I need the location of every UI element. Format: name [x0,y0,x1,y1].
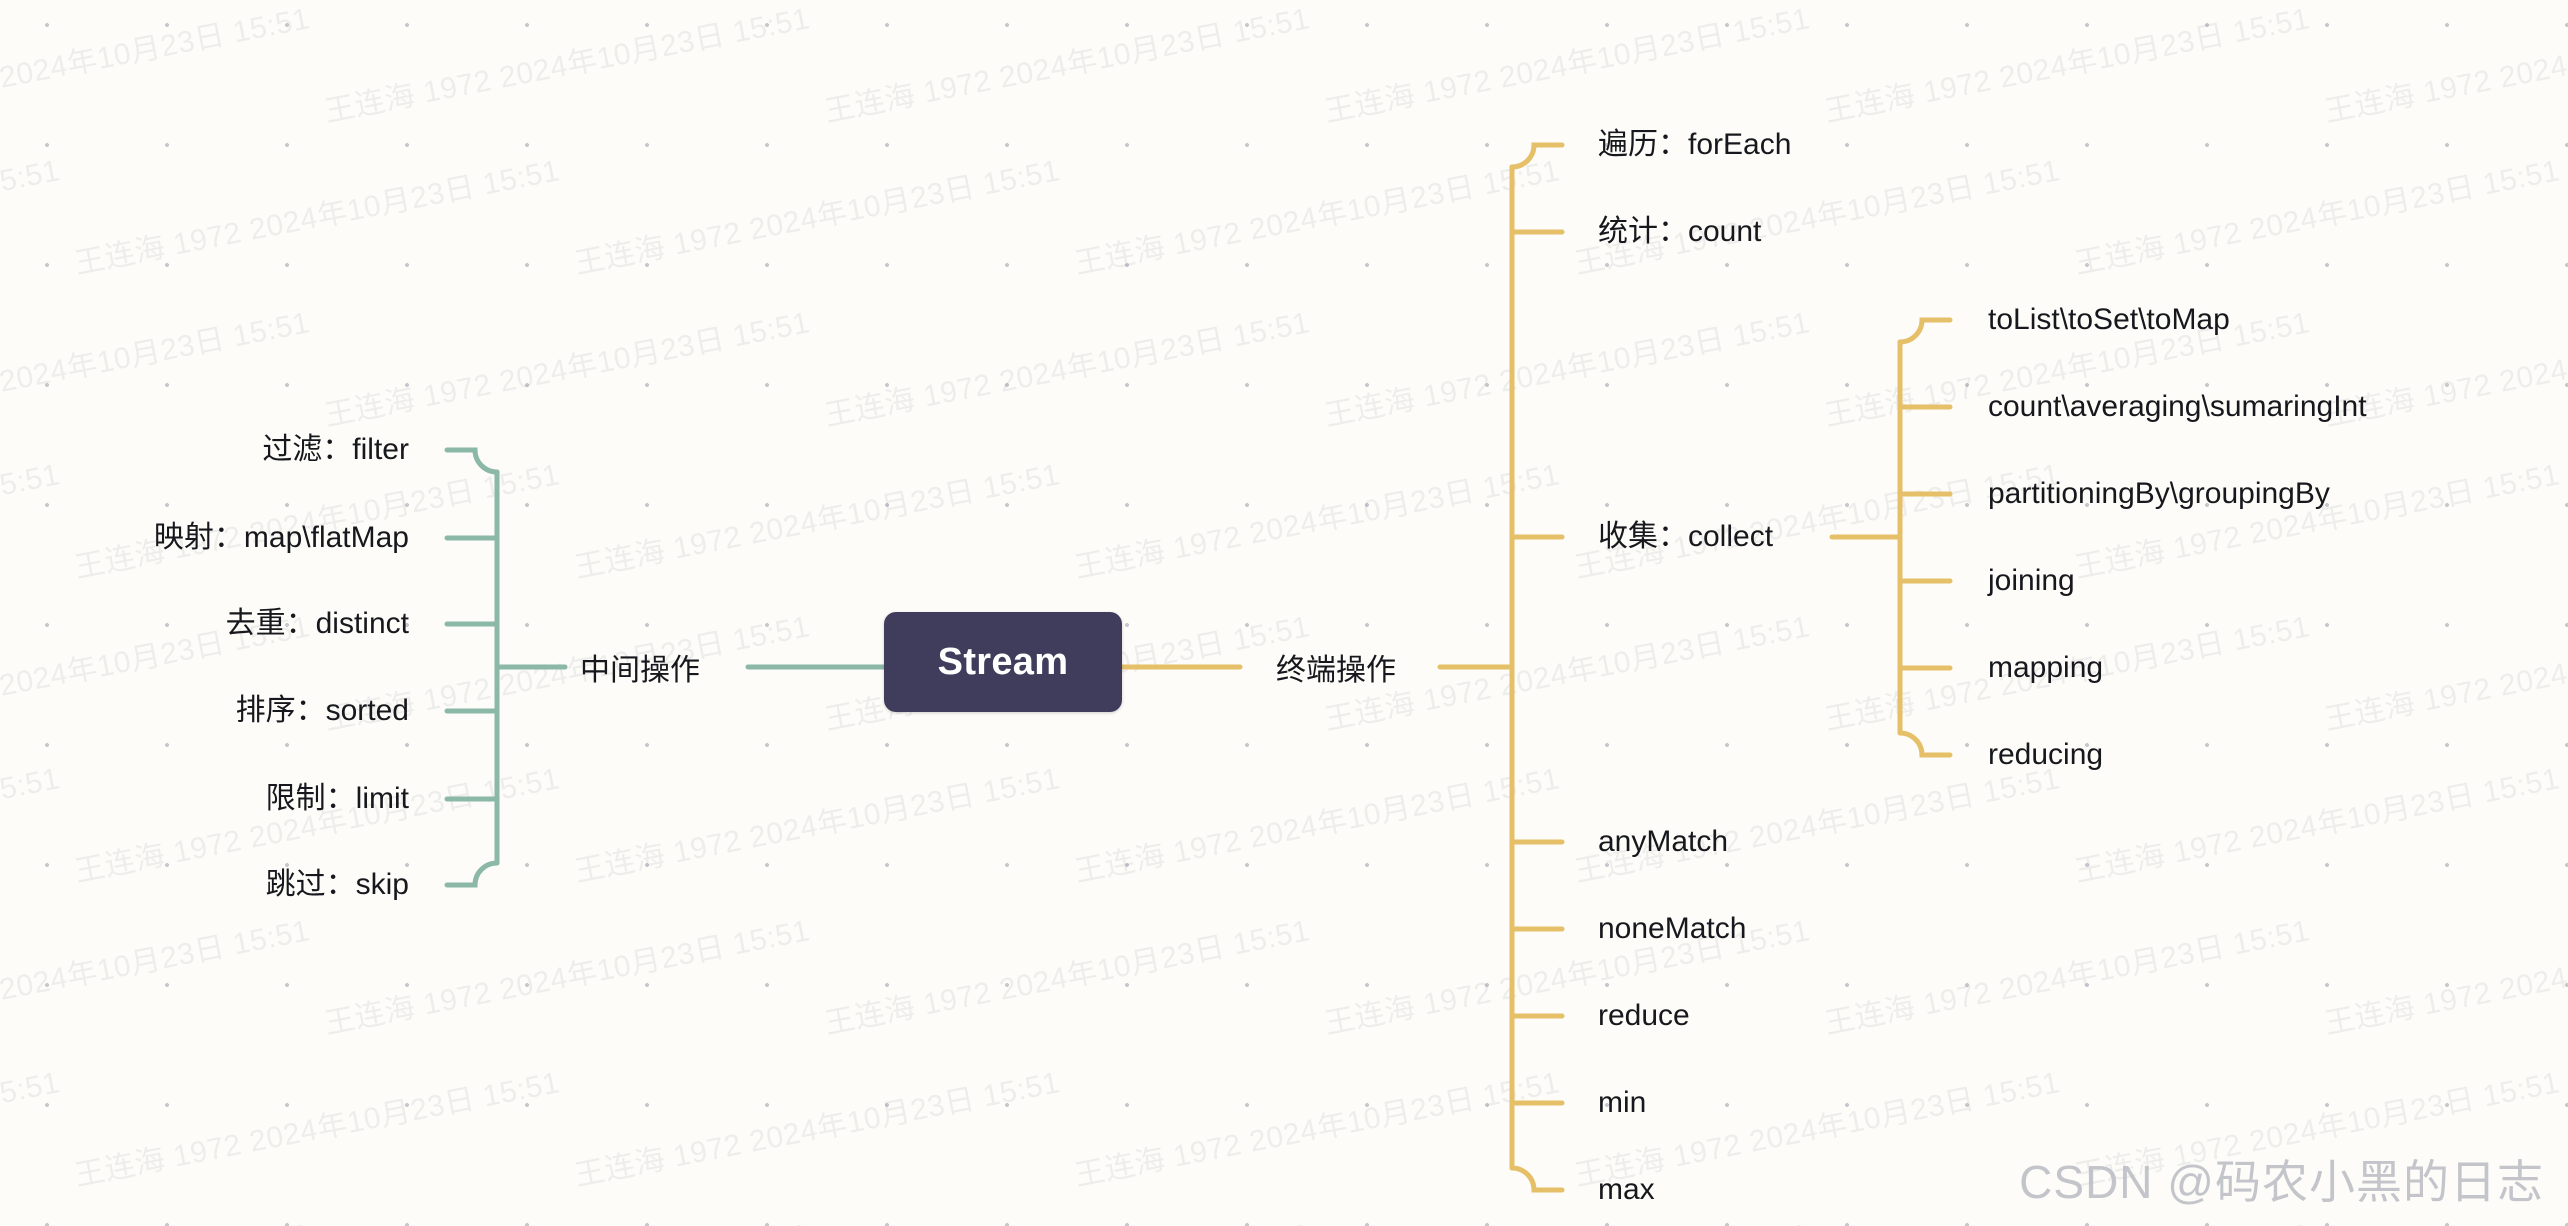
watermark-text: 王连海 1972 2024年10月23日 15:51 [572,154,1063,281]
watermark-text: 王连海 1972 2024年10月23日 15:51 [0,2,313,129]
watermark-text: 王连海 1972 2024年10月23日 15:51 [1572,762,2063,889]
watermark-text: 王连海 1972 2024年10月23日 15:51 [1320,1209,1813,1226]
watermark-text: 王连海 1972 2024年10月23日 15:51 [0,306,313,433]
watermark-text: 王连海 1972 2024年10月23日 15:51 [1822,2,2313,129]
watermark-text: 王连海 1972 2024年10月23日 15:51 [0,1066,63,1193]
leaf-intermediate-5[interactable]: 跳过：skip [265,868,409,901]
watermark-text: 王连海 1972 2024年10月23日 15:51 [0,154,63,281]
watermark-text: 王连海 1972 2024年10月23日 15:51 [0,1209,313,1226]
watermark-text: 王连海 1972 2024年10月23日 15:51 [820,1209,1313,1226]
watermark-text: 王连海 1972 2024年10月23日 15:51 [1822,914,2313,1041]
leaf-intermediate-2[interactable]: 去重：distinct [225,607,409,640]
leaf-collect-1[interactable]: count\averaging\sumaringInt [1988,390,2367,423]
connector-intermediate-tick-5 [444,860,500,888]
watermark-text: 王连海 1972 2024年10月23日 15:51 [822,2,1313,129]
csdn-watermark: CSDN @码农小黑的日志 [2019,1156,2544,1208]
watermark-text: 王连海 1972 2024年10月23日 15:51 [2072,762,2563,889]
watermark-text: 王连海 1972 2024年10月23日 15:51 [2322,914,2568,1041]
watermark-text: 王连海 1972 2024年10月23日 15:51 [322,306,813,433]
watermark-text: 王连海 1972 2024年10月23日 15:51 [72,154,563,281]
watermark-text: 王连海 1972 2024年10月23日 15:51 [2322,2,2568,129]
connector-collect-tick-0 [1897,317,1953,345]
leaf-terminal-3[interactable]: anyMatch [1598,825,1729,858]
watermark-text: 王连海 1972 2024年10月23日 15:51 [2072,458,2563,585]
watermark-text: 王连海 1972 2024年10月23日 15:51 [1322,306,1813,433]
leaf-terminal-0[interactable]: 遍历：forEach [1598,128,1792,161]
watermark-text: 王连海 1972 2024年10月23日 15:51 [822,914,1313,1041]
watermark-text: 王连海 1972 2024年10月23日 15:51 [1072,154,1563,281]
watermark-text: 王连海 1972 2024年10月23日 15:51 [0,762,63,889]
leaf-collect-5[interactable]: reducing [1988,738,2104,771]
watermark-text: 王连海 1972 2024年10月23日 15:51 [1072,458,1563,585]
leaf-collect-3[interactable]: joining [1988,564,2075,597]
leaf-terminal-6[interactable]: min [1598,1086,1647,1119]
watermark-text: 王连海 1972 2024年10月23日 15:51 [572,1066,1063,1193]
watermark-text: 王连海 1972 2024年10月23日 15:51 [822,306,1313,433]
leaf-collect-4[interactable]: mapping [1988,651,2104,684]
watermark-text: 王连海 1972 2024年10月23日 15:51 [572,458,1063,585]
branch-label-terminal[interactable]: 终端操作 [1276,654,1396,687]
watermark-text: 王连海 1972 2024年10月23日 15:51 [1322,2,1813,129]
branch-label-intermediate[interactable]: 中间操作 [580,654,700,687]
branch-label-collect[interactable]: 收集：collect [1598,520,1774,553]
root-node-label: Stream [937,640,1069,683]
watermark-text: 王连海 1972 2024年10月23日 15:51 [0,458,63,585]
leaf-intermediate-1[interactable]: 映射：map\flatMap [153,521,409,554]
leaf-intermediate-4[interactable]: 限制：limit [265,782,409,815]
leaf-terminal-5[interactable]: reduce [1598,999,1690,1032]
connector-terminal-tick-0 [1509,142,1565,170]
watermark-text: 王连海 1972 2024年10月23日 15:51 [322,914,813,1041]
watermark-text: 王连海 1972 2024年10月23日 15:51 [322,2,813,129]
watermark-text: 王连海 1972 2024年10月23日 15:51 [0,914,313,1041]
leaf-terminal-4[interactable]: noneMatch [1598,912,1747,945]
leaf-terminal-7[interactable]: max [1598,1173,1655,1206]
connector-intermediate-tick-0 [444,447,500,475]
leaf-terminal-1[interactable]: 统计：count [1598,215,1762,248]
connector-terminal-tick-7 [1509,1165,1565,1193]
watermark-text: 王连海 1972 2024年10月23日 15:51 [1072,1066,1563,1193]
root-node-stream[interactable]: Stream [884,612,1122,712]
leaf-intermediate-3[interactable]: 排序：sorted [235,694,409,727]
watermark-text: 王连海 1972 2024年10月23日 15:51 [572,762,1063,889]
watermark-text: 王连海 1972 2024年10月23日 15:51 [320,1209,813,1226]
watermark-text: 王连海 1972 2024年10月23日 15:51 [1072,762,1563,889]
connector-collect-tick-5 [1897,730,1953,758]
leaf-collect-0[interactable]: toList\toSet\toMap [1988,303,2230,336]
watermark-text: 王连海 1972 2024年10月23日 15:51 [1572,154,2063,281]
watermark-text: 王连海 1972 2024年10月23日 15:51 [72,458,563,585]
watermark-text: 王连海 1972 2024年10月23日 15:51 [2072,154,2563,281]
watermark-text: 王连海 1972 2024年10月23日 15:51 [72,1066,563,1193]
watermark-text: 王连海 1972 2024年10月23日 15:51 [2322,610,2568,737]
leaf-intermediate-0[interactable]: 过滤：filter [262,433,409,466]
leaf-collect-2[interactable]: partitioningBy\groupingBy [1988,477,2330,510]
